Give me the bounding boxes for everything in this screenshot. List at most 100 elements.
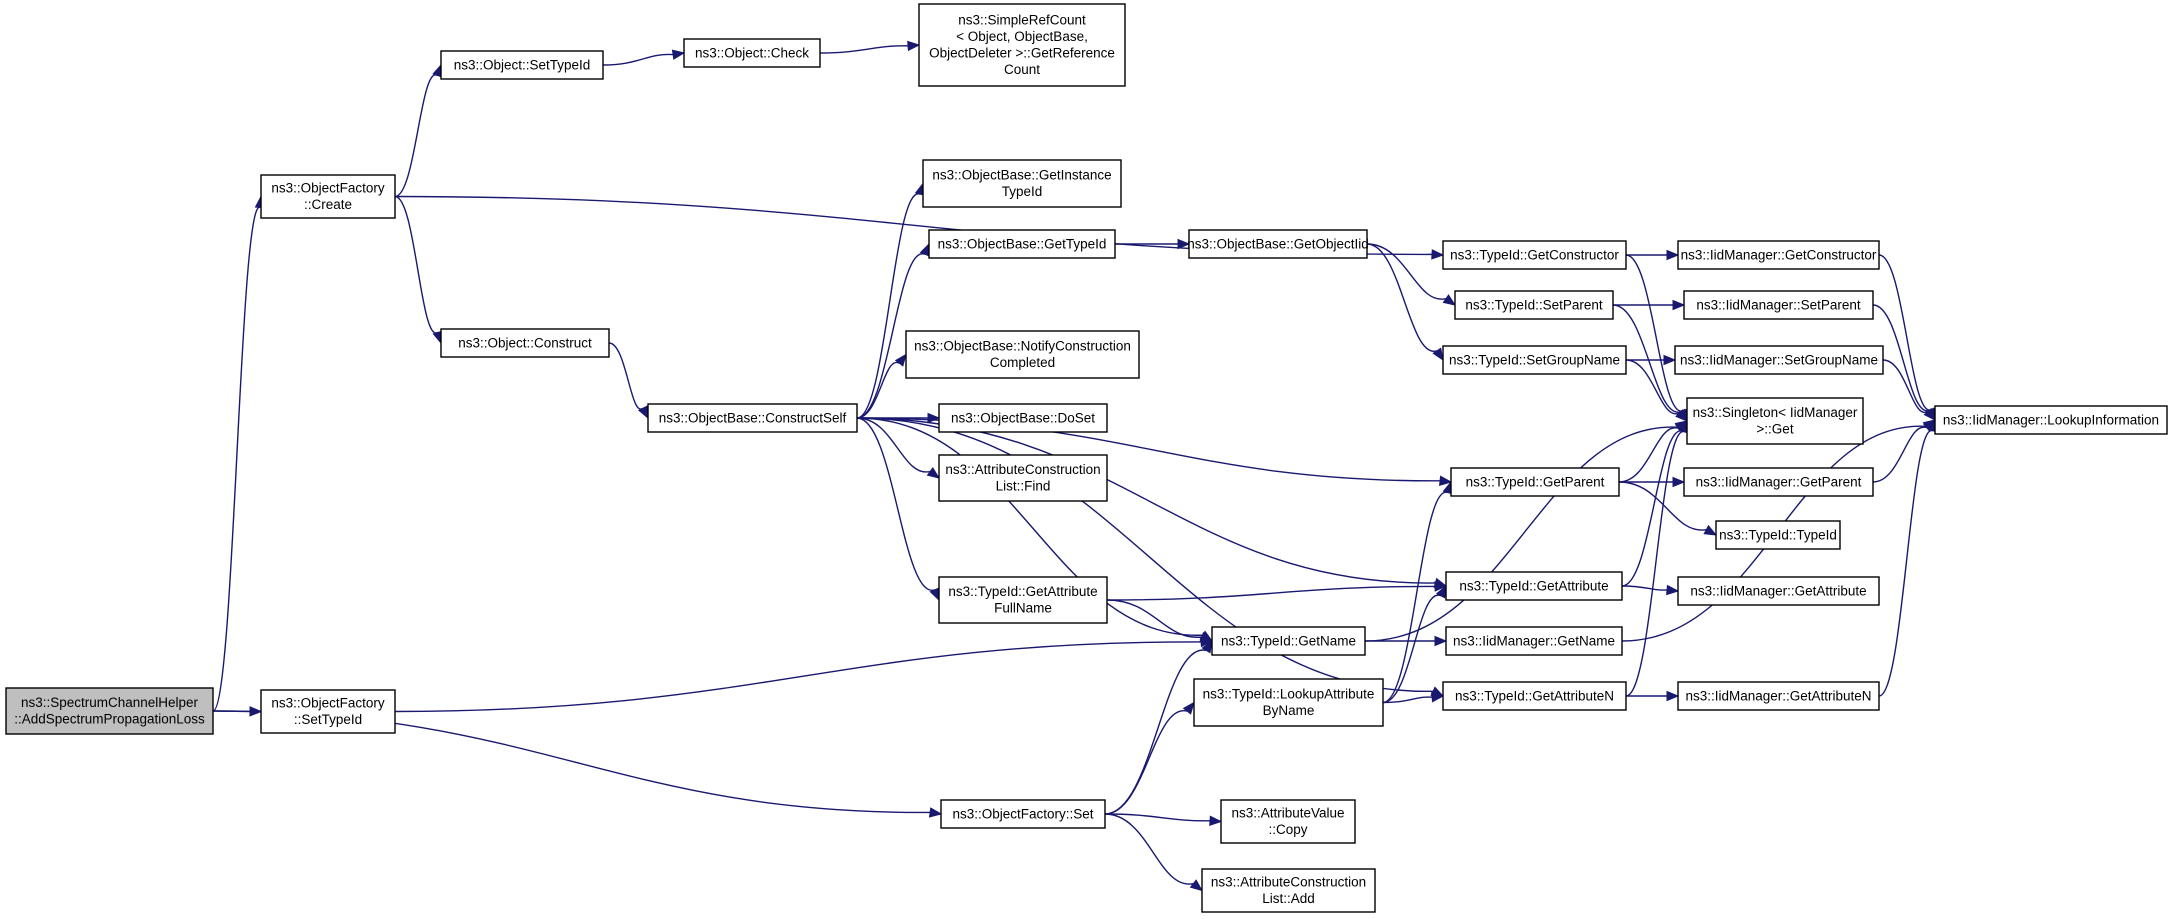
function-node-singleton_get[interactable]: ns3::Singleton< IidManager>::Get — [1686, 397, 1864, 445]
node-box[interactable] — [1442, 681, 1627, 711]
function-node-of_create[interactable]: ns3::ObjectFactory::Create — [260, 174, 396, 219]
node-box[interactable] — [1188, 229, 1368, 259]
node-box[interactable] — [1674, 345, 1884, 375]
arrowhead-icon — [1672, 476, 1686, 488]
arrowhead-icon — [1177, 238, 1191, 250]
function-node-tid_getparent[interactable]: ns3::TypeId::GetParent — [1450, 467, 1620, 497]
node-box[interactable] — [1454, 290, 1614, 320]
function-node-tid_getattribute[interactable]: ns3::TypeId::GetAttribute — [1445, 571, 1623, 601]
node-label: ns3::AttributeConstruction — [945, 462, 1100, 477]
node-box[interactable] — [938, 576, 1108, 624]
node-box[interactable] — [1715, 520, 1841, 550]
node-box[interactable] — [1934, 405, 2168, 435]
node-label: ns3::Singleton< IidManager — [1693, 405, 1858, 420]
node-box[interactable] — [1211, 626, 1366, 656]
node-box[interactable] — [1193, 678, 1384, 727]
function-node-ob_notify[interactable]: ns3::ObjectBase::NotifyConstructionCompl… — [905, 330, 1140, 379]
function-node-av_copy[interactable]: ns3::AttributeValue::Copy — [1220, 799, 1356, 844]
node-box[interactable] — [1677, 240, 1880, 270]
node-box[interactable] — [1683, 290, 1874, 320]
node-box[interactable] — [940, 799, 1106, 829]
function-node-iid_getconstructor[interactable]: ns3::IidManager::GetConstructor — [1677, 240, 1880, 270]
function-node-root[interactable]: ns3::SpectrumChannelHelper::AddSpectrumP… — [5, 687, 214, 735]
node-box[interactable] — [683, 38, 821, 68]
function-node-iid_getattribute[interactable]: ns3::IidManager::GetAttribute — [1677, 576, 1880, 606]
node-box[interactable] — [440, 328, 610, 358]
function-node-tid_getconstructor[interactable]: ns3::TypeId::GetConstructor — [1442, 240, 1627, 270]
arrowhead-icon — [928, 807, 943, 818]
function-node-tid_typeid[interactable]: ns3::TypeId::TypeId — [1715, 520, 1841, 550]
arrowhead-icon — [1431, 692, 1445, 703]
function-node-of_settypeid[interactable]: ns3::ObjectFactory::SetTypeId — [260, 689, 396, 734]
node-box[interactable] — [260, 689, 396, 734]
node-box[interactable] — [1445, 571, 1623, 601]
node-box[interactable] — [1686, 397, 1864, 445]
call-edge-of_create-to-obj_settypeid — [394, 63, 443, 198]
function-node-iid_setgroupname[interactable]: ns3::IidManager::SetGroupName — [1674, 345, 1884, 375]
function-node-obj_settypeid[interactable]: ns3::Object::SetTypeId — [440, 50, 604, 80]
node-label: ns3::ObjectBase::NotifyConstruction — [914, 339, 1131, 354]
function-node-refcount[interactable]: ns3::SimpleRefCount< Object, ObjectBase,… — [918, 3, 1126, 87]
function-node-ob_getobjectiid[interactable]: ns3::ObjectBase::GetObjectIid — [1187, 229, 1369, 259]
node-box[interactable] — [1450, 467, 1620, 497]
function-node-ob_doset[interactable]: ns3::ObjectBase::DoSet — [938, 403, 1108, 433]
node-box[interactable] — [1442, 240, 1627, 270]
function-node-tid_setparent[interactable]: ns3::TypeId::SetParent — [1454, 290, 1614, 320]
function-node-tid_setgroupname[interactable]: ns3::TypeId::SetGroupName — [1442, 345, 1627, 375]
node-box[interactable] — [922, 159, 1122, 208]
function-node-iid_lookupinfo[interactable]: ns3::IidManager::LookupInformation — [1934, 405, 2168, 435]
function-node-ob_constructself[interactable]: ns3::ObjectBase::ConstructSelf — [647, 403, 858, 433]
node-box[interactable] — [1201, 868, 1376, 913]
arrowhead-icon — [1923, 407, 1936, 421]
node-box[interactable] — [928, 229, 1116, 259]
call-edge-tid_getparent-to-tid_typeid — [1618, 481, 1718, 536]
node-box[interactable] — [260, 174, 396, 219]
node-label: ns3::AttributeConstruction — [1211, 875, 1366, 890]
call-edge-ob_constructself-to-acl_find — [856, 417, 941, 479]
node-label: ByName — [1263, 703, 1315, 718]
function-node-obj_construct[interactable]: ns3::Object::Construct — [440, 328, 610, 358]
call-edge-of_create-to-obj_construct — [394, 195, 443, 345]
node-box[interactable] — [1677, 681, 1880, 711]
function-node-iid_getattributen[interactable]: ns3::IidManager::GetAttributeN — [1677, 681, 1880, 711]
function-node-tid_getname[interactable]: ns3::TypeId::GetName — [1211, 626, 1366, 656]
node-label: ns3::IidManager::SetGroupName — [1680, 352, 1878, 367]
arrowhead-icon — [1672, 299, 1686, 311]
node-box[interactable] — [1445, 626, 1623, 656]
call-edge-tid_getconstructor-to-singleton_get — [1625, 254, 1688, 423]
arrowhead-icon — [1442, 294, 1457, 306]
node-box[interactable] — [1683, 467, 1874, 497]
node-box[interactable] — [1677, 576, 1880, 606]
function-node-tid_getattributen[interactable]: ns3::TypeId::GetAttributeN — [1442, 681, 1627, 711]
node-box[interactable] — [938, 403, 1108, 433]
function-node-obj_check[interactable]: ns3::Object::Check — [683, 38, 821, 68]
arrowhead-icon — [927, 412, 941, 424]
function-node-of_set[interactable]: ns3::ObjectFactory::Set — [940, 799, 1106, 829]
node-box[interactable] — [440, 50, 604, 80]
call-edge-iid_getattributen-to-iid_lookupinfo — [1878, 418, 1938, 697]
function-node-iid_getparent[interactable]: ns3::IidManager::GetParent — [1683, 467, 1874, 497]
node-label: ::AddSpectrumPropagationLoss — [14, 712, 205, 727]
node-box[interactable] — [5, 687, 214, 735]
node-label: ns3::Object::SetTypeId — [454, 57, 591, 72]
function-node-ob_gettypeid[interactable]: ns3::ObjectBase::GetTypeId — [928, 229, 1116, 259]
node-box[interactable] — [1442, 345, 1627, 375]
node-label: ns3::IidManager::SetParent — [1696, 297, 1861, 312]
call-graph-nodes: ns3::SpectrumChannelHelper::AddSpectrumP… — [5, 3, 2168, 913]
node-box[interactable] — [918, 3, 1126, 87]
node-box[interactable] — [647, 403, 858, 433]
function-node-iid_setparent[interactable]: ns3::IidManager::SetParent — [1683, 290, 1874, 320]
node-box[interactable] — [938, 454, 1108, 502]
node-box[interactable] — [1220, 799, 1356, 844]
node-box[interactable] — [905, 330, 1140, 379]
function-node-iid_getname[interactable]: ns3::IidManager::GetName — [1445, 626, 1623, 656]
arrowhead-icon — [1666, 690, 1680, 702]
arrowhead-icon — [638, 405, 649, 420]
call-edge-tid_getname-to-singleton_get — [1364, 420, 1689, 642]
